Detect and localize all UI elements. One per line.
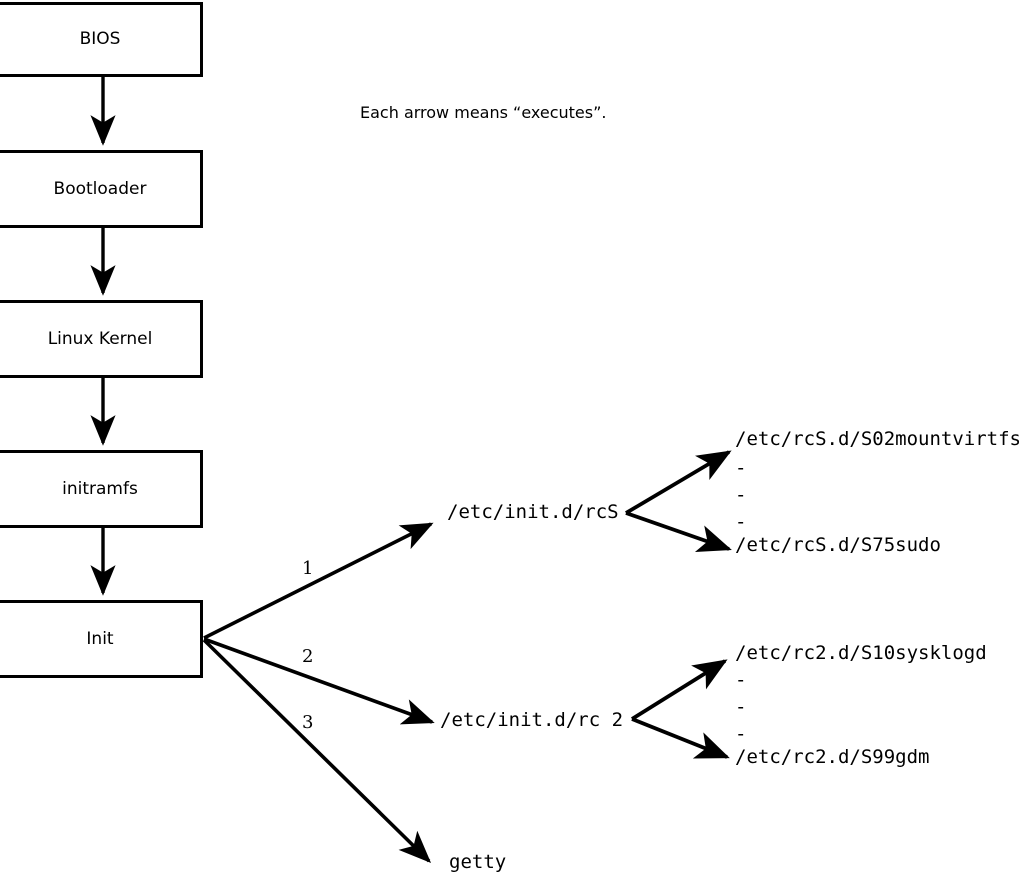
node-bios[interactable]: BIOS — [0, 2, 203, 77]
rcs-ellipsis-mark-3: - — [735, 511, 747, 533]
label-rcs-last-script[interactable]: /etc/rcS.d/S75sudo — [735, 534, 941, 556]
label-init-d-rc2[interactable]: /etc/init.d/rc 2 — [440, 709, 624, 731]
arrow-rcs-to-last-script — [625, 511, 732, 552]
arrow-rc2-to-last-script — [631, 717, 730, 759]
rc2-ellipsis-mark-2: - — [735, 696, 747, 718]
node-bios-label: BIOS — [79, 29, 121, 49]
node-init-label: Init — [86, 628, 114, 649]
node-initramfs-label: initramfs — [62, 478, 138, 499]
branch-number-3: 3 — [302, 712, 314, 733]
label-getty[interactable]: getty — [449, 851, 507, 873]
rcs-ellipsis-mark-1: - — [735, 457, 747, 479]
label-rc2-last-script[interactable]: /etc/rc2.d/S99gdm — [735, 746, 930, 768]
label-rcs-first-script[interactable]: /etc/rcS.d/S02mountvirtfs — [735, 428, 1021, 450]
branch-number-2: 2 — [302, 646, 314, 667]
label-rc2-first-script[interactable]: /etc/rc2.d/S10sysklogd — [735, 642, 987, 664]
node-bootloader[interactable]: Bootloader — [0, 150, 203, 228]
branch-number-1: 1 — [302, 558, 314, 579]
node-init[interactable]: Init — [0, 600, 203, 678]
node-bootloader-label: Bootloader — [53, 178, 147, 199]
arrow-init-to-rc2 — [203, 637, 435, 725]
rcs-ellipsis-mark-2: - — [735, 484, 747, 506]
node-linux-kernel[interactable]: Linux Kernel — [0, 300, 203, 378]
arrow-init-to-rcs — [203, 522, 434, 640]
node-initramfs[interactable]: initramfs — [0, 450, 203, 528]
legend-note: Each arrow means “executes”. — [360, 103, 607, 122]
rc2-ellipsis-mark-1: - — [735, 669, 747, 691]
label-init-d-rcs[interactable]: /etc/init.d/rcS — [447, 501, 619, 523]
arrow-rc2-to-first-script — [630, 659, 728, 721]
arrow-rcs-to-first-script — [625, 450, 732, 515]
arrow-init-to-getty — [202, 638, 432, 864]
node-linux-kernel-label: Linux Kernel — [47, 328, 153, 349]
rc2-ellipsis-mark-3: - — [735, 723, 747, 745]
